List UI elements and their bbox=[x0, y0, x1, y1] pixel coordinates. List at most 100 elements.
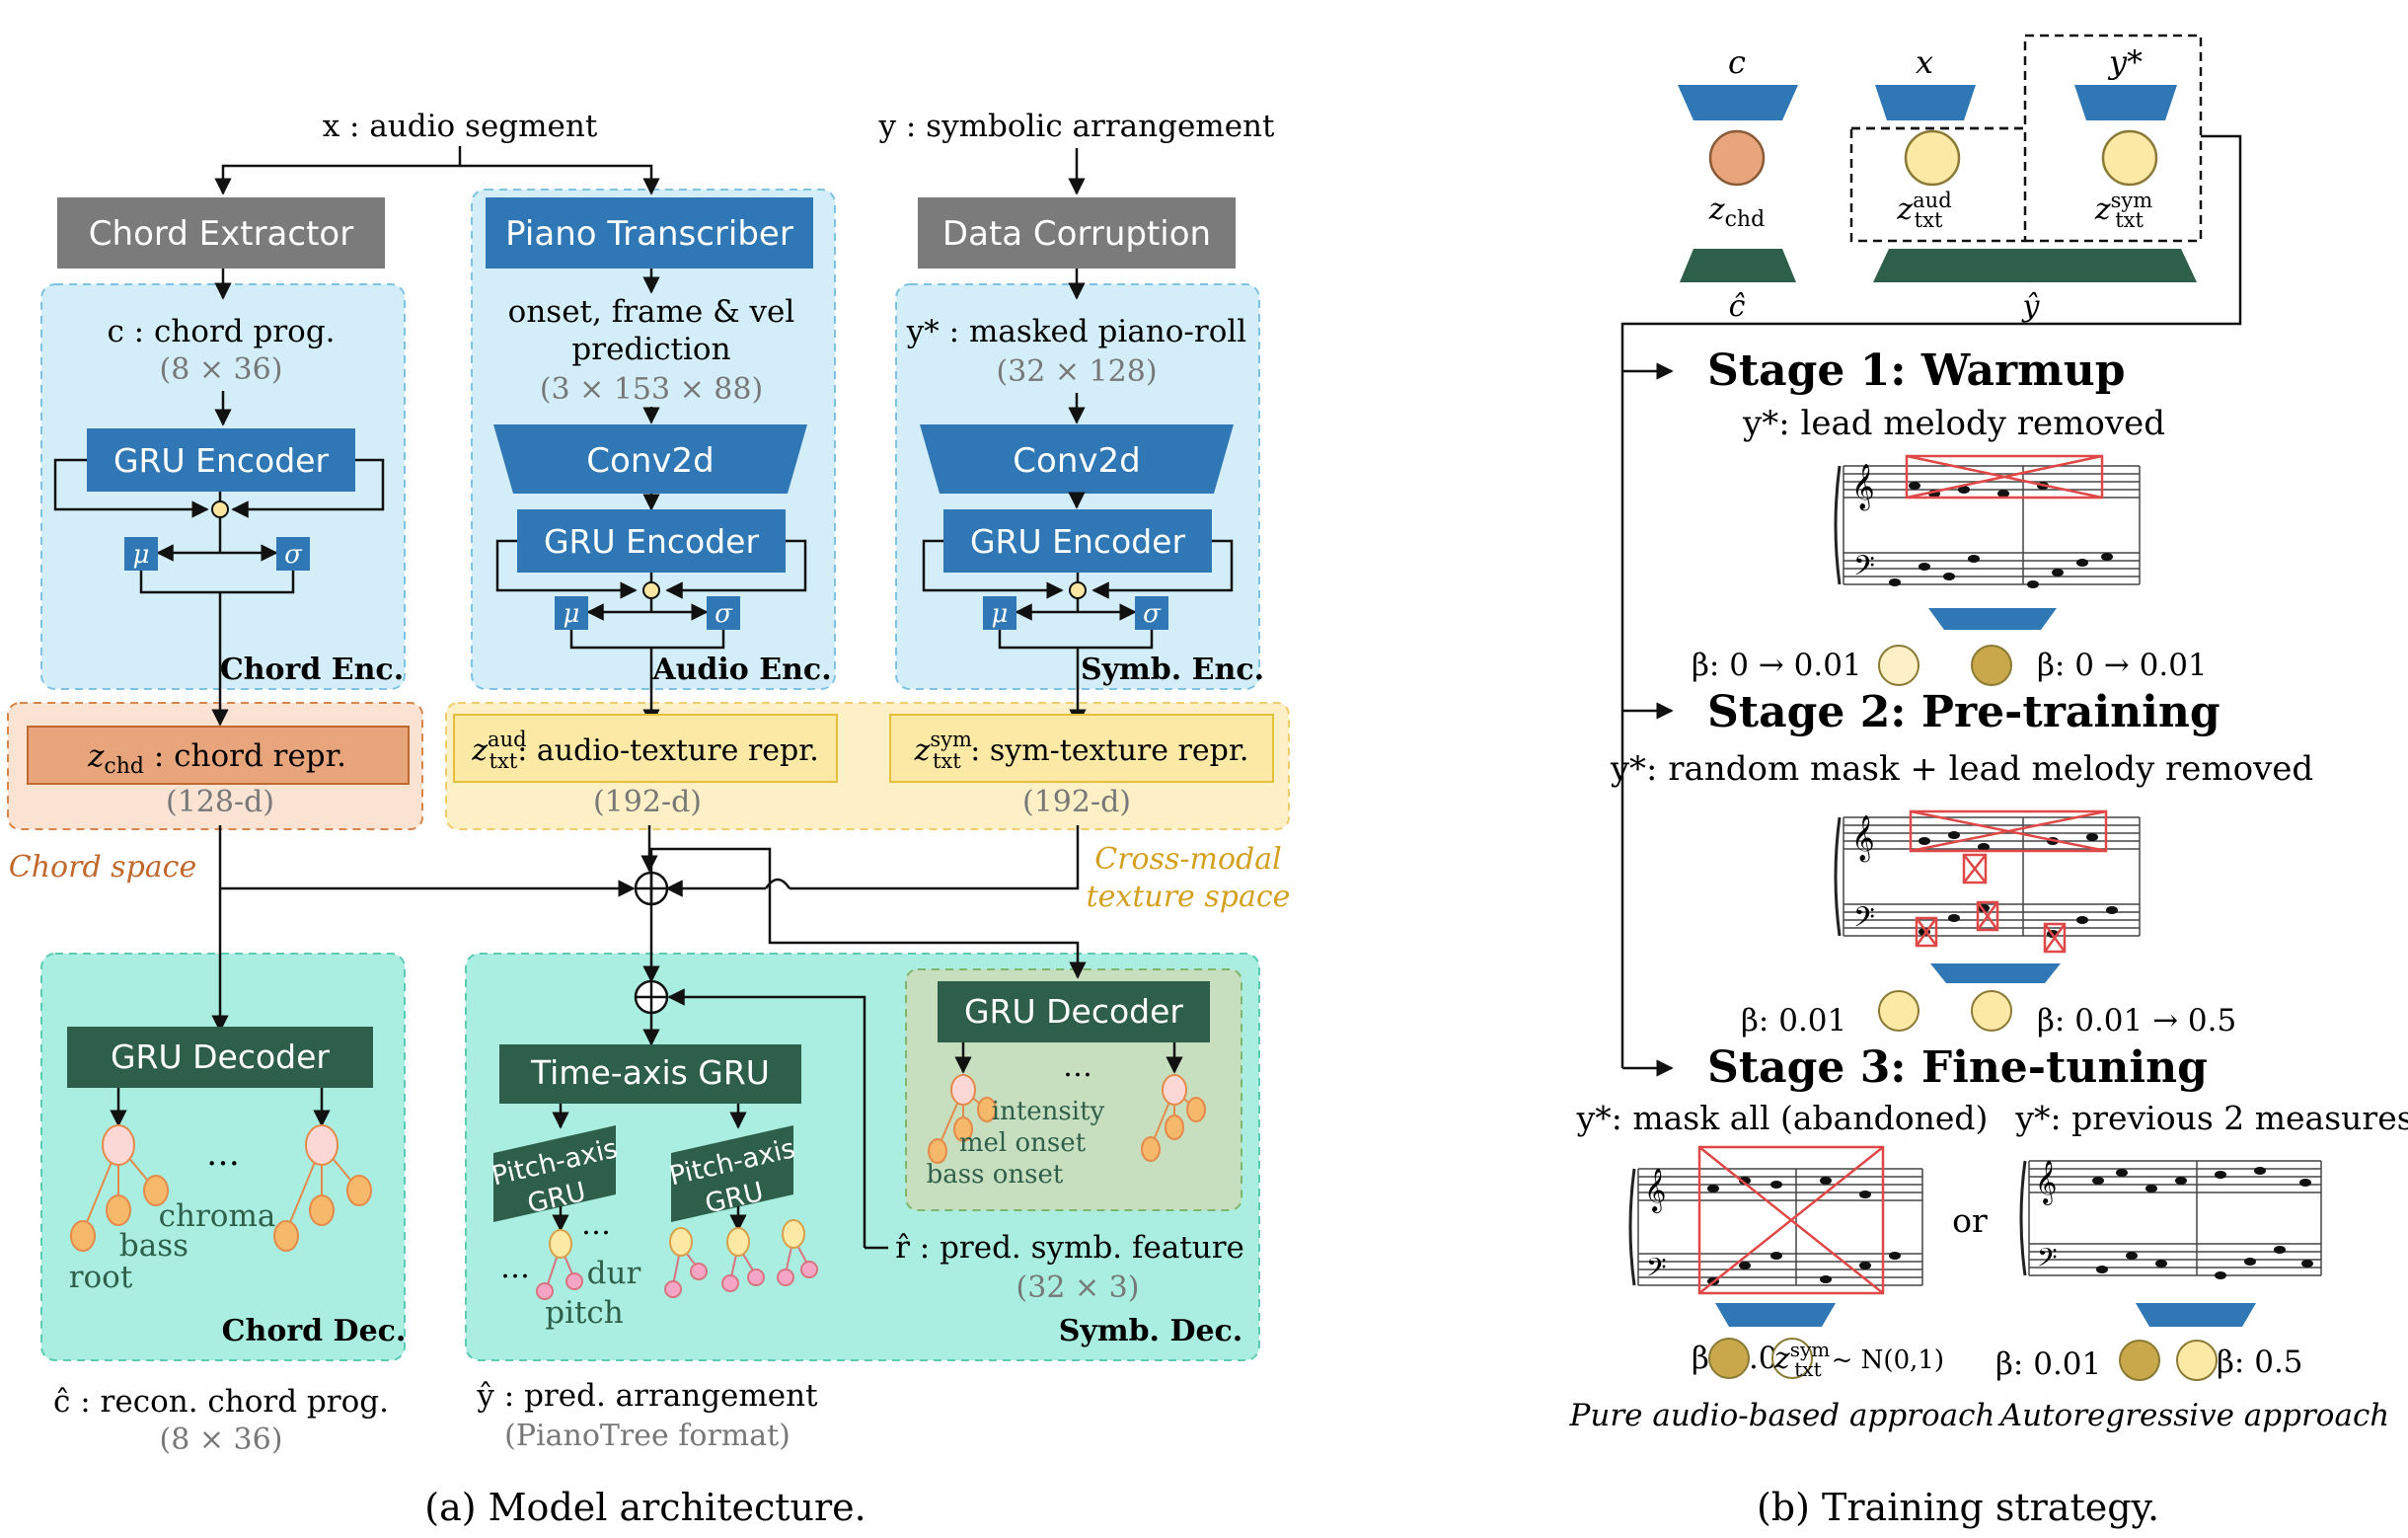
stage3-left-encoder bbox=[1715, 1303, 1836, 1327]
stage3-right-zaud-node bbox=[2119, 1340, 2160, 1381]
chord-enc-label: Chord Enc. bbox=[220, 653, 404, 687]
train-ystar-label: y* bbox=[2107, 43, 2143, 81]
zsym-box bbox=[889, 714, 1274, 783]
train-yhat-label: ŷ bbox=[2021, 289, 2041, 324]
stage2-score: 𝄞 𝄢 bbox=[1834, 809, 2141, 954]
svg-text:𝄞: 𝄞 bbox=[2035, 1160, 2057, 1205]
svg-text:𝄢: 𝄢 bbox=[1853, 550, 1875, 589]
y-symbolic-label: y : symbolic arrangement bbox=[878, 109, 1275, 144]
stage3-beta-mid: β: 0.01 bbox=[1995, 1346, 2101, 1382]
zchd-label: zchd : chord repr. bbox=[87, 738, 346, 779]
onset-dim-label: (3 × 153 × 88) bbox=[540, 372, 763, 407]
bass-onset-label: bass onset bbox=[927, 1160, 1064, 1190]
ystar-label: y* : masked piano-roll bbox=[906, 314, 1246, 349]
chord-sigma-box bbox=[276, 537, 310, 571]
ystar-encoder bbox=[2074, 85, 2177, 120]
symb-sigma-box bbox=[1135, 596, 1168, 630]
train-c-label: c bbox=[1728, 43, 1746, 81]
c-chord-prog-label: c : chord prog. bbox=[107, 314, 335, 349]
onset-line2: prediction bbox=[571, 332, 730, 367]
chord-gru-decoder bbox=[67, 1027, 373, 1088]
stage1-zaud-node bbox=[1878, 645, 1919, 686]
svg-text:𝄢: 𝄢 bbox=[1853, 901, 1875, 941]
model-architecture-panel: x : audio segment y : symbolic arrangeme… bbox=[7, 109, 1291, 1529]
chord-mu-label: μ bbox=[133, 540, 150, 570]
zchd-node bbox=[1708, 129, 1766, 187]
data-corruption-label: Data Corruption bbox=[942, 214, 1211, 254]
pitch-ellipsis: … bbox=[581, 1207, 611, 1242]
x-audio-label: x : audio segment bbox=[323, 109, 598, 144]
symb-mu-label: μ bbox=[992, 599, 1009, 629]
stage3-left-zsym-node bbox=[1771, 1338, 1813, 1379]
svg-text:𝄢: 𝄢 bbox=[2037, 1242, 2058, 1279]
stage3-desc-left: y*: mask all (abandoned) bbox=[1576, 1099, 1989, 1137]
cross-modal-label-1: Cross-modal bbox=[1094, 842, 1281, 877]
c-dim-label: (8 × 36) bbox=[160, 352, 283, 387]
onset-line1: onset, frame & vel bbox=[508, 294, 795, 330]
ystar-dim-label: (32 × 128) bbox=[996, 354, 1157, 389]
audio-conv2d-block bbox=[493, 424, 807, 494]
training-caption: (b) Training strategy. bbox=[1757, 1486, 2159, 1529]
pianotree-nodes bbox=[536, 1219, 818, 1300]
stage1-title: Stage 1: Warmup bbox=[1707, 346, 2125, 396]
stage1-score: 𝄞 𝄢 bbox=[1834, 454, 2141, 589]
audio-sigma-box bbox=[707, 596, 740, 630]
time-axis-gru bbox=[499, 1044, 801, 1104]
stage1-zsym-node bbox=[1971, 645, 2012, 686]
train-chat-label: ĉ bbox=[1729, 289, 1746, 324]
y-decoder bbox=[1873, 249, 2197, 282]
symb-gru-encoder bbox=[943, 509, 1212, 573]
stage3-right-score: 𝄞 𝄢 bbox=[2019, 1160, 2322, 1279]
stage2-beta-left: β: 0.01 bbox=[1741, 1003, 1846, 1038]
audio-enc-label: Audio Enc. bbox=[651, 653, 831, 687]
pitch-axis-gru-left: Pitch-axis GRU bbox=[489, 1125, 621, 1222]
chat-dim: (8 × 36) bbox=[160, 1423, 283, 1457]
stage3-title: Stage 3: Fine-tuning bbox=[1707, 1042, 2208, 1093]
zsym-dim: (192-d) bbox=[1022, 785, 1131, 819]
feature-dec-ellipsis: … bbox=[1063, 1049, 1092, 1084]
svg-text:𝄞: 𝄞 bbox=[1644, 1168, 1666, 1213]
stage1-desc: y*: lead melody removed bbox=[1742, 404, 2165, 443]
chord-sigma-label: σ bbox=[284, 540, 303, 570]
stage3-left-score: 𝄞 𝄢 bbox=[1628, 1145, 1923, 1295]
symb-mu-box bbox=[983, 596, 1016, 630]
piano-transcriber-box bbox=[486, 197, 813, 269]
svg-text:𝄢: 𝄢 bbox=[1646, 1252, 1667, 1289]
stage2-zsym-node bbox=[1971, 990, 2012, 1032]
svg-text:𝄞: 𝄞 bbox=[1851, 464, 1875, 511]
approach-left: Pure audio-based approach bbox=[1569, 1398, 1995, 1433]
stage3-right-zsym-node bbox=[2176, 1340, 2218, 1381]
yhat-label: ŷ : pred. arrangement bbox=[476, 1378, 818, 1414]
stage3-right-encoder bbox=[2136, 1303, 2256, 1327]
svg-text:𝄞: 𝄞 bbox=[1851, 815, 1875, 863]
chord-tree-right bbox=[273, 1124, 372, 1252]
stage3-left-zaud-node bbox=[1708, 1338, 1750, 1379]
cross-modal-label-2: texture space bbox=[1087, 880, 1291, 914]
stage1-beta-left: β: 0 → 0.01 bbox=[1692, 648, 1862, 683]
audio-mu-box bbox=[555, 596, 588, 630]
symb-conv2d-label: Conv2d bbox=[1013, 441, 1140, 481]
rhat-label: r̂ : pred. symb. feature bbox=[895, 1230, 1244, 1266]
yhat-format: (PianoTree format) bbox=[504, 1419, 790, 1453]
x-encoder bbox=[1875, 85, 1976, 120]
chord-gru-encoder-label: GRU Encoder bbox=[113, 441, 329, 480]
chord-dec-ellipsis: … bbox=[206, 1134, 240, 1174]
stage1-encoder bbox=[1928, 608, 2057, 630]
chord-mu-box bbox=[124, 537, 158, 571]
zchd-dim: (128-d) bbox=[166, 785, 274, 819]
pitch-label: pitch bbox=[545, 1295, 624, 1331]
c-encoder bbox=[1678, 85, 1798, 120]
dur-label: dur bbox=[587, 1256, 641, 1291]
feature-gru-decoder bbox=[938, 981, 1210, 1042]
approach-right: Autoregressive approach bbox=[1997, 1398, 2390, 1433]
arch-caption: (a) Model architecture. bbox=[424, 1486, 865, 1529]
zsym-node bbox=[2101, 129, 2158, 187]
symb-gru-encoder-label: GRU Encoder bbox=[970, 522, 1185, 561]
feature-tree-nodes bbox=[928, 1074, 1206, 1164]
stage2-beta-right: β: 0.01 → 0.5 bbox=[2037, 1003, 2236, 1038]
